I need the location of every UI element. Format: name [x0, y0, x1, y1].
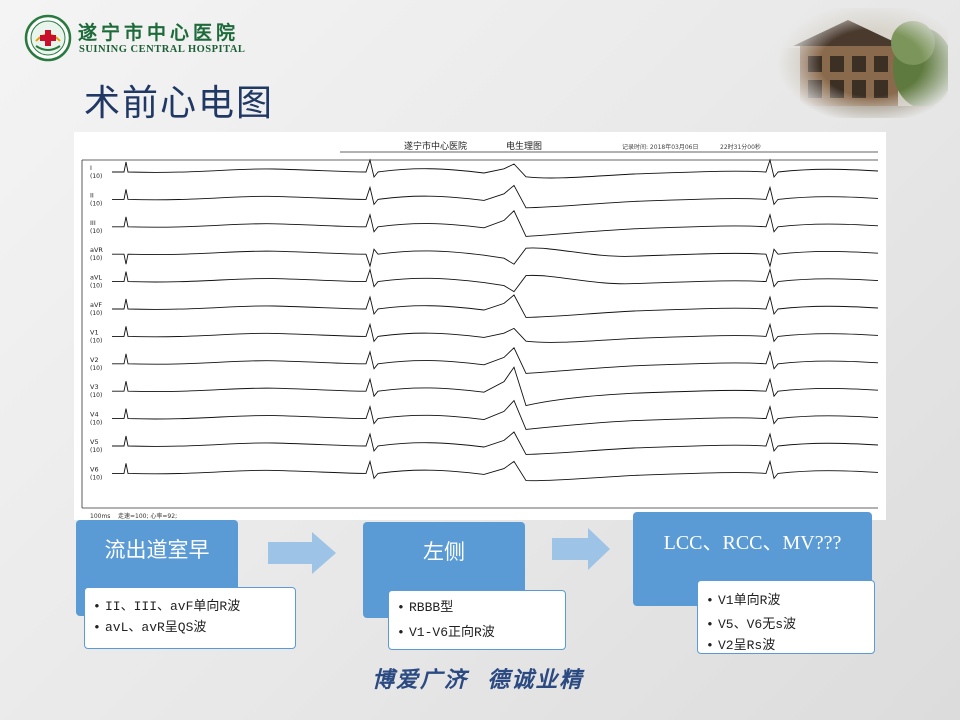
arrow-right-icon	[268, 532, 336, 574]
flow-box-3-bullet-3: V2呈Rs波	[706, 635, 866, 656]
ecg-lead-gain: (10)	[90, 173, 102, 180]
hospital-logo-icon	[24, 14, 72, 62]
ecg-lead-trace	[112, 210, 879, 237]
flow-box-2-bullet-2: V1-V6正向R波	[397, 622, 557, 643]
flow-box-3-bullet-1: V1单向R波	[706, 590, 866, 611]
ecg-tracing: 遂宁市中心医院 电生理图 记录时间: 2018年03月06日 22时31分00秒…	[74, 132, 886, 520]
ecg-lead-label: III	[90, 219, 96, 227]
ecg-footer-mid: 走速=100; 心率=92;	[118, 512, 177, 520]
ecg-lead-label: aVL	[90, 274, 102, 282]
hospital-motto: 博爱广济 德诚业精	[372, 667, 584, 693]
ecg-lead-trace	[112, 366, 879, 407]
ecg-footer-left: 100ms	[90, 513, 110, 520]
hospital-name-en: SUINING CENTRAL HOSPITAL	[79, 44, 246, 55]
flow-box-1-title-text: 流出道室早	[104, 538, 210, 562]
ecg-lead-gain: (10)	[90, 337, 102, 344]
ecg-lead-trace	[112, 158, 879, 179]
ecg-lead-gain: (10)	[90, 200, 102, 207]
flow-box-2-title-text: 左侧	[423, 540, 465, 564]
flow-box-1-bullet-2: avL、avR呈QS波	[93, 617, 287, 638]
ecg-lead-trace	[112, 184, 879, 209]
ecg-record-time: 记录时间: 2018年03月06日	[622, 143, 698, 151]
ecg-lead-label: aVF	[90, 301, 102, 309]
ecg-lead-trace	[112, 247, 879, 268]
ecg-lead-label: I	[90, 164, 92, 172]
flow-box-2-detail: RBBB型 V1-V6正向R波	[388, 590, 566, 650]
ecg-lead-label: V1	[90, 328, 99, 336]
ecg-lead-gain: (10)	[90, 392, 102, 399]
building-photo	[778, 8, 948, 118]
ecg-lead-label: V2	[90, 356, 99, 364]
ecg-lead-trace	[112, 294, 879, 318]
ecg-lead-trace	[112, 431, 879, 455]
ecg-lead-trace	[112, 267, 879, 293]
ecg-lead-label: V5	[90, 438, 99, 446]
hospital-name-cn: 遂宁市中心医院	[78, 22, 240, 44]
ecg-lead-label: V3	[90, 383, 99, 391]
ecg-lead-gain: (10)	[90, 255, 102, 262]
ecg-lead-gain: (10)	[90, 283, 102, 290]
flow-box-3-title-text: LCC、RCC、MV???	[663, 532, 842, 554]
ecg-lead-label: II	[90, 191, 94, 199]
ecg-report-title: 电生理图	[506, 140, 542, 152]
ecg-lead-trace	[112, 322, 879, 343]
ecg-lead-trace	[112, 459, 879, 482]
flow-box-2-bullet-1: RBBB型	[397, 597, 557, 618]
ecg-lead-gain: (10)	[90, 310, 102, 317]
ecg-lead-label: aVR	[90, 246, 103, 254]
flow-box-3-detail: V1单向R波 V5、V6无s波 V2呈Rs波	[697, 580, 875, 656]
flow-box-1-bullet-1: II、III、avF单向R波	[93, 596, 287, 617]
ecg-lead-gain: (10)	[90, 474, 102, 481]
ecg-lead-label: V6	[90, 465, 99, 473]
ecg-lead-gain: (10)	[90, 365, 102, 372]
ecg-lead-gain: (10)	[90, 420, 102, 427]
arrow-right-icon	[552, 528, 610, 570]
flow-box-1-detail: II、III、avF单向R波 avL、avR呈QS波	[84, 587, 296, 649]
ecg-lead-trace	[112, 347, 879, 374]
ecg-clock: 22时31分00秒	[720, 143, 761, 151]
ecg-lead-gain: (10)	[90, 228, 102, 235]
ecg-lead-label: V4	[90, 411, 99, 419]
page-title: 术前心电图	[84, 83, 275, 124]
ecg-lead-gain: (10)	[90, 447, 102, 454]
ecg-hospital: 遂宁市中心医院	[404, 140, 467, 152]
flow-box-3-bullet-2: V5、V6无s波	[706, 614, 866, 635]
ecg-lead-trace	[112, 399, 879, 430]
